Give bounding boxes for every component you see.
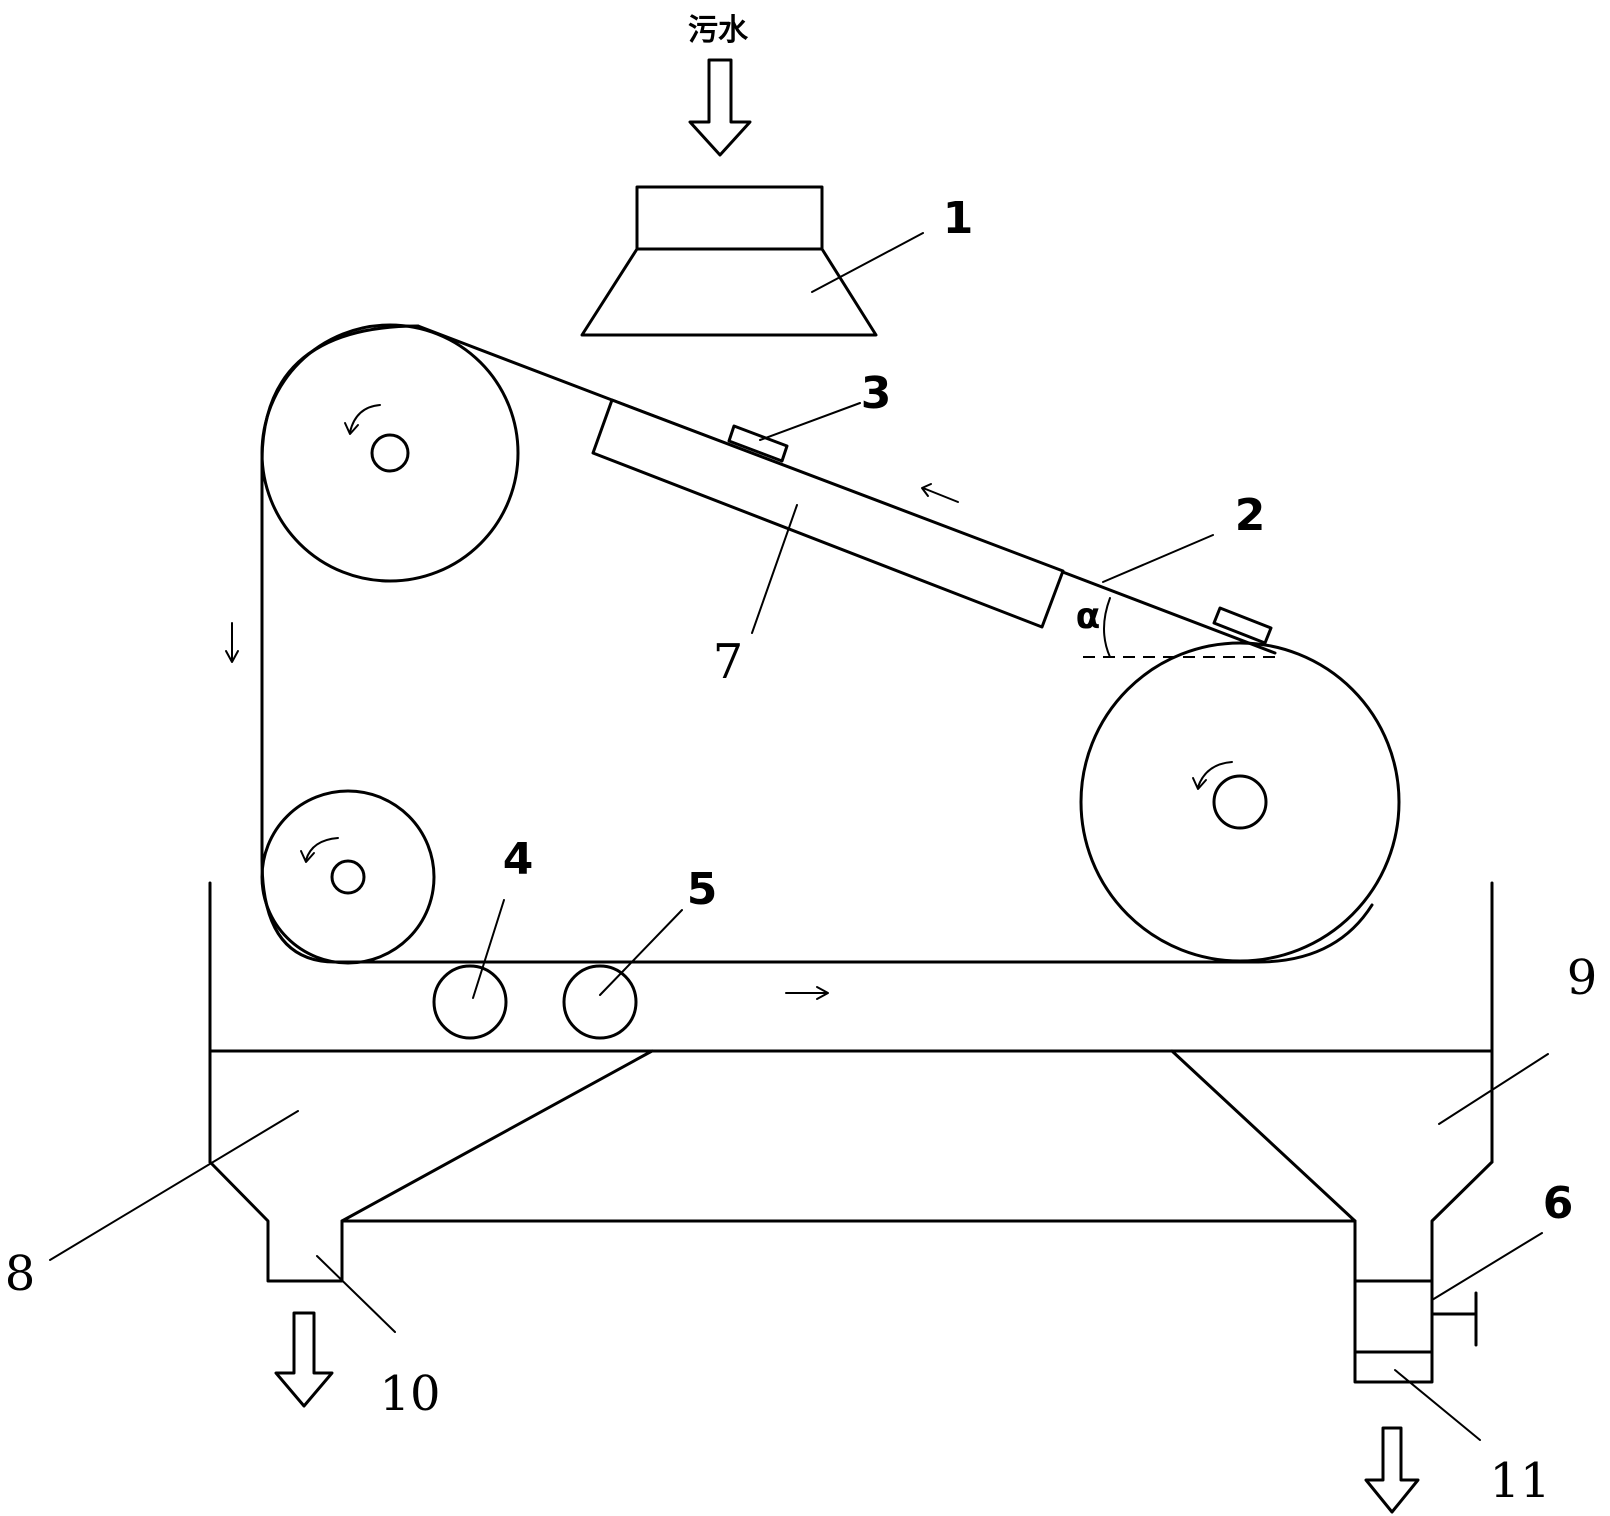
leader-line-3 bbox=[759, 402, 861, 441]
leader-line-10 bbox=[316, 1255, 396, 1333]
leader-line-1 bbox=[811, 232, 924, 293]
belt-direction-arrow-icon bbox=[225, 622, 239, 663]
part-label-5: 5 bbox=[687, 864, 718, 915]
valve bbox=[1430, 1291, 1478, 1347]
lower-left-roller bbox=[260, 789, 436, 965]
leader-line-11 bbox=[1394, 1369, 1481, 1441]
press-roller-5 bbox=[562, 964, 638, 1040]
belt-cleaning-block bbox=[1212, 606, 1273, 645]
part-label-1: 1 bbox=[943, 193, 974, 244]
leader-line-5 bbox=[599, 909, 683, 996]
belt-direction-arrow-icon bbox=[785, 986, 829, 1000]
part-label-11: 11 bbox=[1489, 1453, 1550, 1509]
leader-line-7 bbox=[751, 504, 798, 634]
angle-symbol: α bbox=[1076, 596, 1101, 637]
leader-line-8 bbox=[49, 1110, 299, 1261]
part-label-4: 4 bbox=[503, 834, 534, 885]
leader-line-9 bbox=[1438, 1053, 1549, 1125]
right-drum bbox=[1079, 641, 1401, 963]
part-label-2: 2 bbox=[1235, 490, 1266, 541]
belt-direction-arrow-icon bbox=[921, 483, 959, 503]
part-label-8: 8 bbox=[5, 1246, 36, 1302]
part-label-6: 6 bbox=[1543, 1178, 1574, 1229]
angle-arc bbox=[1103, 597, 1111, 658]
inlet-arrow bbox=[688, 58, 752, 157]
part-label-9: 9 bbox=[1567, 950, 1598, 1006]
inlet-label: 污水 bbox=[688, 13, 749, 48]
leader-line-6 bbox=[1431, 1232, 1543, 1301]
belt-cleaning-block bbox=[727, 424, 789, 463]
part-label-10: 10 bbox=[379, 1366, 440, 1422]
feed-hopper bbox=[580, 185, 878, 337]
right-hopper bbox=[1170, 1049, 1494, 1384]
vacuum-box bbox=[591, 398, 1065, 629]
filtrate-outlet-arrow bbox=[274, 1311, 334, 1408]
collection-tank bbox=[208, 881, 1494, 1223]
rotation-arrow-icon bbox=[305, 837, 339, 861]
leader-line-4 bbox=[472, 899, 505, 999]
rotation-arrow-icon bbox=[1197, 761, 1233, 788]
filter-belt bbox=[260, 324, 1374, 964]
left-filtrate-hopper bbox=[208, 1049, 654, 1283]
press-roller-4 bbox=[432, 964, 508, 1040]
part-label-7: 7 bbox=[713, 634, 744, 690]
rotation-arrow-icon bbox=[349, 404, 381, 433]
upper-left-drum bbox=[260, 323, 520, 583]
part-label-3: 3 bbox=[861, 368, 892, 419]
bottom-outlet-arrow bbox=[1364, 1426, 1420, 1514]
leader-line-2 bbox=[1102, 534, 1214, 583]
